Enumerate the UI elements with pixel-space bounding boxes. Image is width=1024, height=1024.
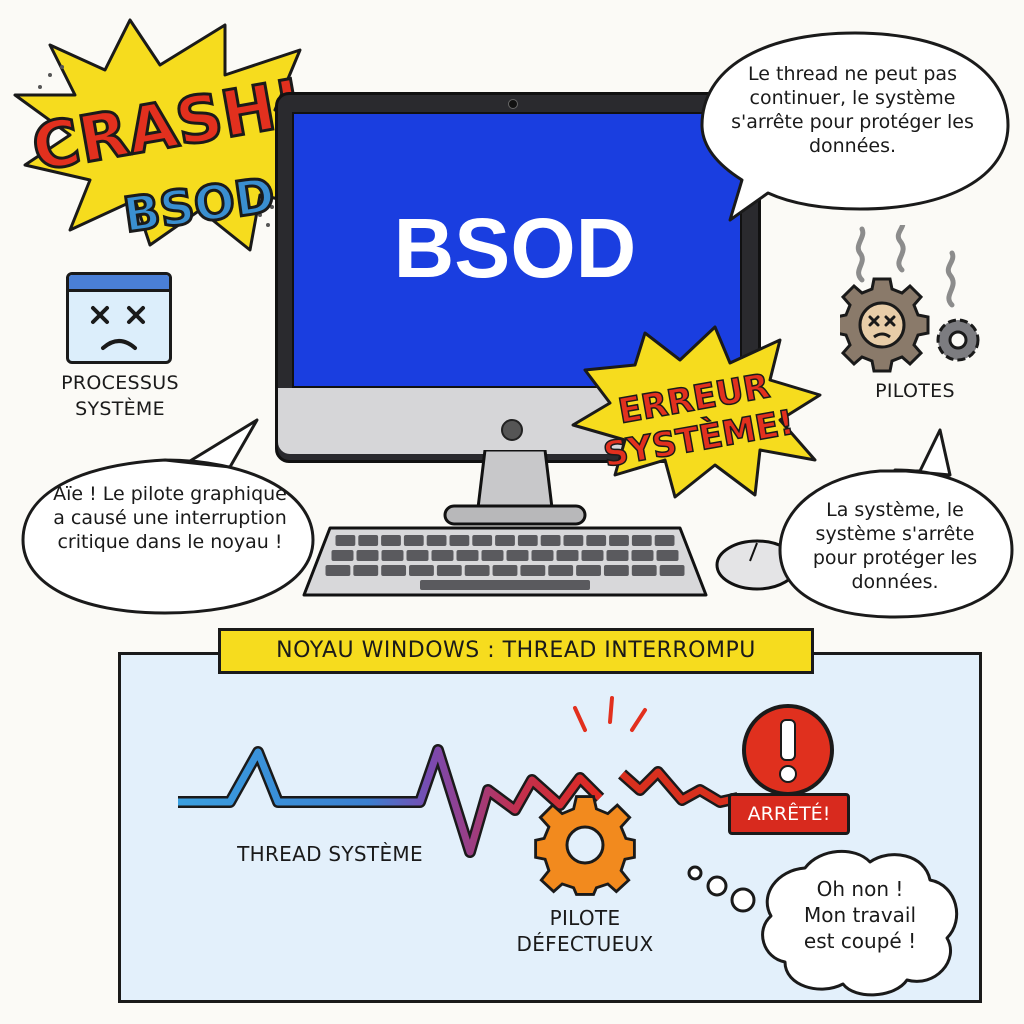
keyboard-key[interactable] — [556, 550, 579, 561]
crash-burst: CRASH! BSOD! — [13, 18, 342, 252]
thought-line1: Oh non ! — [816, 877, 904, 901]
thread-systeme-label: THREAD SYSTÈME — [237, 842, 423, 866]
thought-line2: Mon travail — [803, 903, 917, 927]
keyboard-key[interactable] — [631, 550, 654, 561]
keyboard-key[interactable] — [609, 535, 629, 546]
driver-label-line1: PILOTE — [549, 906, 621, 930]
speech-bubble-left — [21, 418, 315, 615]
diagram-title: NOYAU WINDOWS : THREAD INTERROMPU — [218, 628, 814, 674]
sad-window-icon — [66, 272, 172, 364]
keyboard-key[interactable] — [520, 565, 546, 576]
bubble-top-right-text: Le thread ne peut pas continuer, le syst… — [731, 63, 974, 157]
speech-bubble-right — [778, 428, 1014, 619]
keyboard-key[interactable] — [325, 565, 351, 576]
keyboard-key[interactable] — [659, 565, 685, 576]
keyboard-key[interactable] — [406, 550, 429, 561]
webcam-icon — [508, 99, 518, 109]
keyboard-key[interactable] — [353, 565, 379, 576]
keyboard-key[interactable] — [540, 535, 561, 546]
keyboard-key[interactable] — [563, 535, 584, 546]
keyboard-key[interactable] — [517, 535, 538, 546]
keyboard-key[interactable] — [495, 535, 515, 546]
keyboard-key[interactable] — [436, 565, 462, 576]
power-button-icon[interactable] — [501, 419, 523, 441]
keyboard-key[interactable] — [381, 565, 407, 576]
monitor-screen[interactable] — [292, 112, 742, 388]
keyboard-key[interactable] — [506, 550, 529, 561]
keyboard-key[interactable] — [586, 535, 607, 546]
speech-bubble-top-right — [700, 31, 1010, 222]
processus-label-line2: SYSTÈME — [75, 398, 165, 420]
keyboard-key[interactable] — [403, 535, 424, 546]
faulty-driver-gear-icon — [534, 795, 636, 896]
keyboard-key[interactable] — [358, 535, 379, 546]
keyboard-key[interactable] — [431, 550, 454, 561]
screen-title: BSOD — [393, 201, 637, 295]
keyboard-key[interactable] — [606, 550, 629, 561]
keyboard-key[interactable] — [335, 535, 356, 546]
alert-icon — [742, 704, 834, 796]
keyboard-key[interactable] — [456, 550, 479, 561]
keyboard-key[interactable] — [654, 535, 675, 546]
keyboard-key[interactable] — [472, 535, 493, 546]
driver-label-line2: DÉFECTUEUX — [516, 932, 654, 956]
keyboard-key[interactable] — [576, 565, 601, 576]
keyboard-key[interactable] — [631, 565, 657, 576]
thought-line3: est coupé ! — [803, 929, 917, 953]
error-burst: ERREUR SYSTÈME! — [571, 325, 822, 499]
keyboard-key[interactable] — [426, 535, 447, 546]
keyboard-key[interactable] — [381, 535, 401, 546]
keyboard-key[interactable] — [449, 535, 470, 546]
keyboard-key[interactable] — [631, 535, 652, 546]
keyboard-key[interactable] — [603, 565, 629, 576]
keyboard-key[interactable] — [331, 550, 354, 561]
monitor-stand — [443, 450, 587, 526]
keyboard-key[interactable] — [581, 550, 604, 561]
keyboard[interactable] — [300, 525, 710, 600]
space-bar[interactable] — [420, 580, 590, 590]
stopped-badge: ARRÊTÉ! — [728, 793, 850, 835]
keyboard-key[interactable] — [481, 550, 504, 561]
pilotes-label: PILOTES — [875, 380, 955, 402]
keyboard-key[interactable] — [531, 550, 554, 561]
keyboard-key[interactable] — [492, 565, 518, 576]
keyboard-key[interactable] — [464, 565, 490, 576]
keyboard-key[interactable] — [548, 565, 574, 576]
thought-bubble — [687, 849, 959, 997]
keyboard-key[interactable] — [356, 550, 379, 561]
keyboard-key[interactable] — [381, 550, 404, 561]
sad-gear-icon — [840, 225, 980, 373]
bubble-left-text: Aïe ! Le pilote graphique a causé une in… — [53, 483, 287, 553]
bubble-right-text: La système, le système s'arrête pour pro… — [812, 499, 978, 593]
keyboard-key[interactable] — [409, 565, 434, 576]
keyboard-key[interactable] — [656, 550, 679, 561]
processus-label-line1: PROCESSUS — [61, 372, 179, 394]
thread-waveform — [178, 696, 740, 858]
